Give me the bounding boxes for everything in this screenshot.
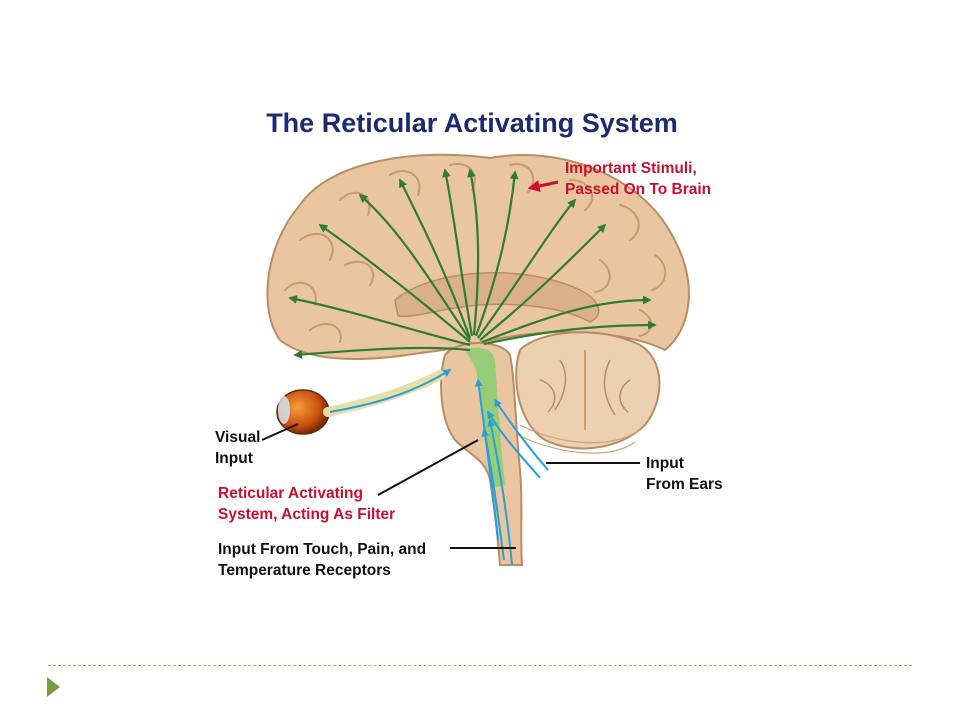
footer-divider xyxy=(48,665,912,666)
eye xyxy=(276,370,445,435)
blue-input-arrows xyxy=(329,369,549,566)
important-stimuli-label: Important Stimuli, Passed On To Brain xyxy=(565,160,711,198)
brainstem xyxy=(440,342,524,566)
cerebellum xyxy=(515,331,661,454)
green-projection-arrows xyxy=(288,168,657,359)
footer-bullet-icon xyxy=(47,677,60,697)
diagram-title: The Reticular Activating System xyxy=(266,108,678,138)
visual-input-label: Visual Input xyxy=(215,429,265,467)
important-stimuli-arrow xyxy=(527,180,559,192)
touch-pain-temperature-label: Input From Touch, Pain, and Temperature … xyxy=(218,541,430,579)
input-from-ears-label: Input From Ears xyxy=(646,455,723,493)
ras-filter-label: Reticular Activating System, Acting As F… xyxy=(218,485,395,523)
leader-lines xyxy=(261,423,640,549)
